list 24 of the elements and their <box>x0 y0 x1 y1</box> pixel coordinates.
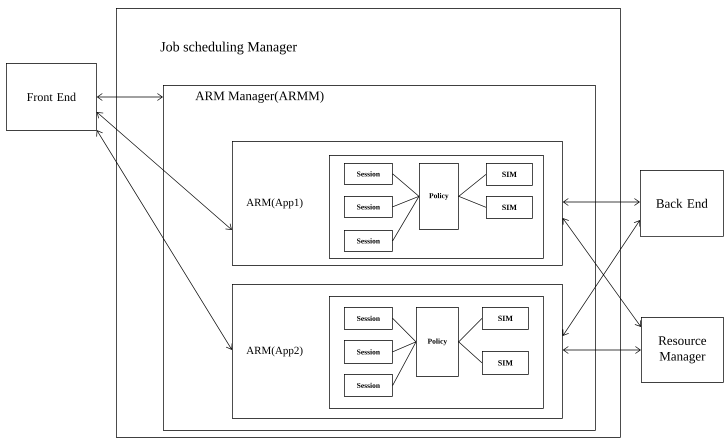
connector-line <box>392 318 416 342</box>
process-box: Front End <box>6 63 97 131</box>
arrow <box>96 112 232 230</box>
arrow <box>96 130 232 350</box>
connector-line <box>458 342 482 364</box>
connector-line <box>392 196 420 208</box>
connector-line <box>458 174 486 197</box>
connector-line <box>458 318 482 342</box>
group-box <box>329 155 544 259</box>
process-box: SIM <box>482 351 529 375</box>
arrow <box>562 198 640 206</box>
connector-line <box>458 196 486 208</box>
arrow <box>96 93 163 101</box>
process-box: SIM <box>486 196 533 219</box>
group-box <box>329 296 544 409</box>
connector-line <box>392 196 420 242</box>
process-box: SIM <box>482 307 529 330</box>
process-box: Back End <box>640 170 724 237</box>
process-box: SIM <box>486 163 533 186</box>
connector-line <box>392 342 416 386</box>
connector-line <box>392 342 416 352</box>
arrow <box>562 346 641 354</box>
process-box: Resource Manager <box>641 317 724 383</box>
connector-line <box>392 174 420 197</box>
